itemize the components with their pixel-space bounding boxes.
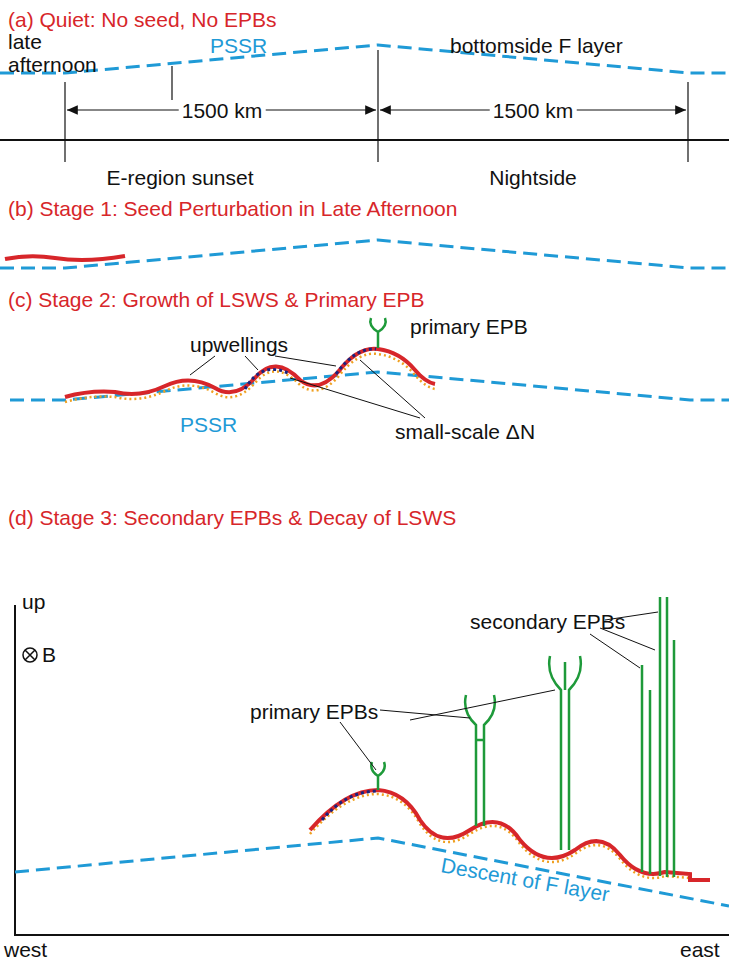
- annotation: Nightside: [489, 166, 577, 189]
- panel-d: [15, 597, 729, 936]
- layer-label: PSSR: [210, 34, 267, 57]
- axis-label: up: [22, 590, 45, 613]
- dimension: 1500 km: [179, 99, 266, 122]
- panel-title: (a) Quiet: No seed, No EPBs: [8, 8, 276, 31]
- layer-label: PSSR: [180, 413, 237, 436]
- layer-label: Descent of F layer: [439, 853, 611, 905]
- field-label: B: [42, 643, 56, 666]
- dimension: 1500 km: [490, 99, 577, 122]
- annotation: E-region sunset: [106, 166, 253, 189]
- panel-title: (d) Stage 3: Secondary EPBs & Decay of L…: [8, 506, 456, 529]
- annotation: primary EPBs: [250, 700, 378, 723]
- axis-label: west: [4, 938, 47, 961]
- annotation: primary EPB: [410, 315, 528, 338]
- annotation: upwellings: [190, 333, 288, 356]
- panel-c: [10, 318, 729, 418]
- annotation: bottomside F layer: [450, 34, 623, 57]
- panel-b: [0, 240, 729, 268]
- panel-title: (b) Stage 1: Seed Perturbation in Late A…: [8, 197, 457, 220]
- panel-title: (c) Stage 2: Growth of LSWS & Primary EP…: [8, 288, 425, 311]
- annotation: late afternoon: [8, 30, 108, 76]
- annotation: secondary EPBs: [470, 610, 625, 633]
- annotation: small-scale ΔN: [395, 420, 535, 443]
- axis-label: east: [680, 938, 720, 961]
- panel-a: [0, 45, 729, 162]
